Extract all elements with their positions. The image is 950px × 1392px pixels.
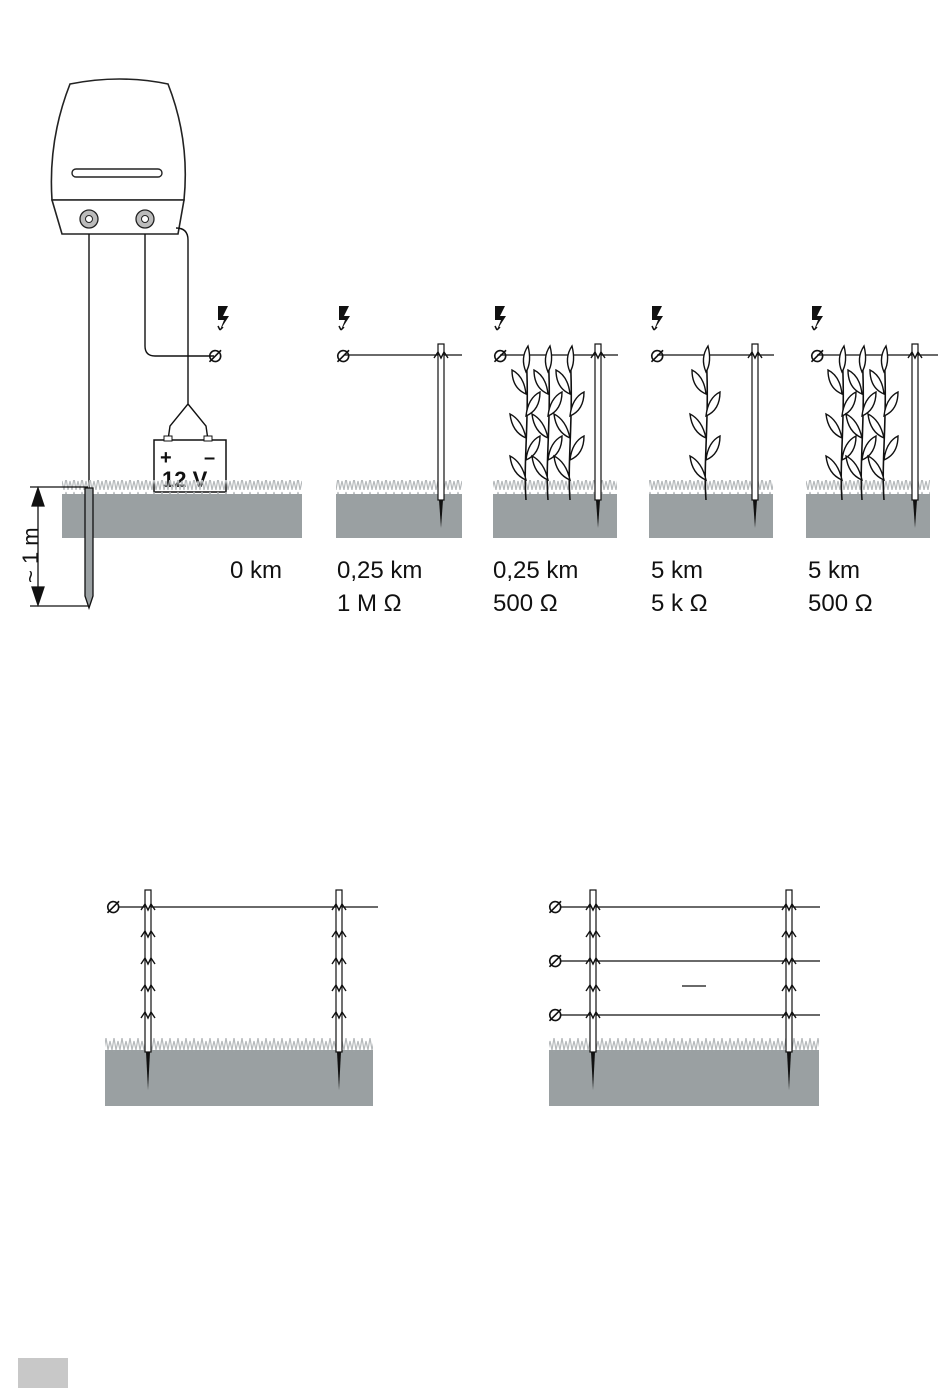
plant-icon [554,346,584,500]
scenario-3-distance: 0,25 km [493,557,578,584]
ground-stake [85,488,93,608]
battery-minus: – [204,447,215,469]
terminal-symbol: ⌀ [493,341,507,368]
lightning-bolt-icon [339,306,350,330]
terminal-symbol: ⌀ [548,946,562,973]
ground-panels [62,480,930,538]
scenario-5-distance: 5 km [808,557,860,584]
battery-plus: + [160,447,172,469]
terminal-symbol: ⌀ [106,892,120,919]
scenario-3-resistance: 500 Ω [493,590,558,617]
terminal-symbol: ⌀ [810,341,824,368]
three-wire-fence [549,890,820,1106]
plant-icon [690,346,720,500]
energizer-icon [51,79,185,234]
plant-icon [868,346,898,500]
scenario-4-distance: 5 km [651,557,703,584]
terminal-symbol: ⌀ [548,1000,562,1027]
terminal-symbol: ⌀ [650,341,664,368]
terminal-symbol: ⌀ [548,892,562,919]
page-number-tab [18,1358,68,1388]
depth-label: ~ 1 m [18,527,43,583]
scenario-2-resistance: 1 M Ω [337,590,402,617]
lightning-bolt-icon [652,306,663,330]
terminal-symbol: ⌀ [208,341,222,368]
scenario-1-distance: 0 km [230,557,282,584]
single-wire-fence [105,890,378,1106]
terminal-symbol: ⌀ [336,341,350,368]
scenario-2-distance: 0,25 km [337,557,422,584]
lightning-bolt-icon [812,306,823,330]
lightning-bolt-icon [495,306,506,330]
lightning-bolt-icon [218,306,229,330]
scenario-5-resistance: 500 Ω [808,590,873,617]
scenario-4-resistance: 5 k Ω [651,590,708,617]
